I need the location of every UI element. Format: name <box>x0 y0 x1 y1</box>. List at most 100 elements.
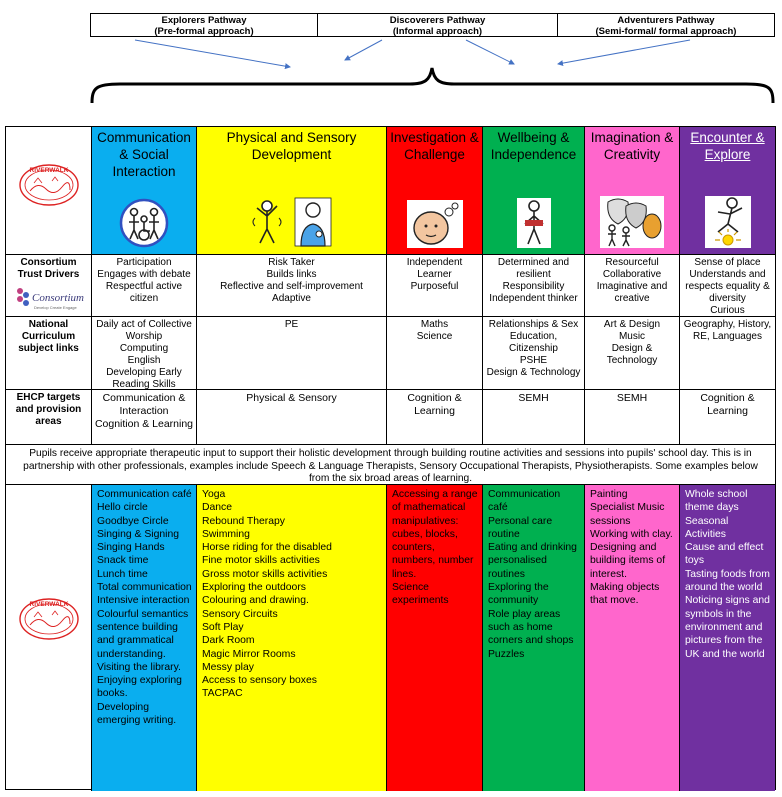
ehcp-cell: SEMH <box>585 390 680 445</box>
activity-list: Accessing a range of mathematical manipu… <box>387 485 482 608</box>
ehcp-cell: Physical & Sensory <box>197 390 387 445</box>
list-item: Eating and drinking personalised routine… <box>488 542 577 580</box>
cell-text: Independent Learner Purposeful <box>406 257 463 292</box>
cell-text: Art & Design Music Design & Technology <box>603 319 661 366</box>
area-title-link[interactable]: Encounter & Explore <box>690 130 765 162</box>
area-imagination: Imagination & Creativity <box>585 127 680 255</box>
cell-text: Resourceful Collaborative Imaginative an… <box>596 257 668 304</box>
consortium-logo: Consortium Develop Create Engage <box>17 288 84 310</box>
list-item: Exploring the outdoors <box>202 582 306 594</box>
ehcp-cell: Cognition & Learning <box>387 390 483 445</box>
area-physical: Physical and Sensory Development <box>197 127 387 255</box>
ehcp-row: EHCP targets and provision areas Communi… <box>6 390 775 445</box>
list-item: TACPAC <box>202 688 243 700</box>
list-item: Communication café <box>97 489 192 500</box>
area-wellbeing: Wellbeing & Independence <box>483 127 585 255</box>
row-label: Consortium Trust Drivers <box>17 257 80 280</box>
logo-text: RIVERWALK <box>29 601 68 608</box>
area-encounter: Encounter & Explore <box>680 127 775 255</box>
ehcp-cell: SEMH <box>483 390 585 445</box>
list-item: Colouring and drawing. <box>202 595 309 607</box>
cell-text: Communication & Interaction Cognition & … <box>94 392 194 430</box>
arrow <box>557 39 691 67</box>
driver-cell: Independent Learner Purposeful <box>387 255 483 317</box>
curriculum-cell: Art & Design Music Design & Technology <box>585 317 680 390</box>
curriculum-cell: Daily act of Collective Worship Computin… <box>92 317 197 390</box>
cell-text: SEMH <box>616 392 648 404</box>
list-item: Total communication <box>97 582 192 594</box>
list-item: Magic Mirror Rooms <box>202 648 296 660</box>
row-label-cell: Consortium Trust Drivers Consortium Deve… <box>6 255 92 317</box>
list-item: Swimming <box>202 528 250 540</box>
arrow <box>465 39 515 65</box>
list-item: Seasonal Activities <box>685 515 729 540</box>
curriculum-grid: RIVERWALK Communication & Social Interac… <box>5 126 776 791</box>
row-label: EHCP targets and provision areas <box>15 392 82 427</box>
logo-text: RIVERWALK <box>29 167 68 174</box>
drivers-row: Consortium Trust Drivers Consortium Deve… <box>6 255 775 317</box>
cell-text: Physical & Sensory <box>246 392 337 404</box>
cell-text: Sense of place Understands and respects … <box>685 257 770 316</box>
curriculum-row: National Curriculum subject links Daily … <box>6 317 775 390</box>
list-item: Working with clay. <box>590 528 673 540</box>
cell-text: Daily act of Collective Worship Computin… <box>96 319 192 390</box>
list-item: Designing and building items of interest… <box>590 542 666 580</box>
list-item: Puzzles <box>488 648 525 660</box>
area-title: Wellbeing & Independence <box>490 130 577 162</box>
list-item: Enjoying exploring books. <box>97 675 182 700</box>
area-title: Physical and Sensory Development <box>226 130 357 162</box>
curriculum-cell: Geography, History, RE, Languages <box>680 317 775 390</box>
list-item: Messy play <box>202 661 254 673</box>
list-item: Singing & Signing <box>97 528 180 540</box>
list-item: Horse riding for the disabled <box>202 542 332 554</box>
list-item: Snack time <box>97 555 149 567</box>
list-item: Singing Hands <box>97 542 165 554</box>
ehcp-cell: Cognition & Learning <box>680 390 775 445</box>
riverwalk-logo: RIVERWALK <box>18 598 79 640</box>
pathway-discoverers: Discoverers Pathway (Informal approach) <box>318 14 558 37</box>
list-item: Accessing a range of mathematical manipu… <box>392 489 478 580</box>
ehcp-cell: Communication & Interaction Cognition & … <box>92 390 197 445</box>
list-item: Lunch time <box>97 568 148 580</box>
cell-text: Participation Engages with debate Respec… <box>97 257 191 304</box>
row-label-cell: EHCP targets and provision areas <box>6 390 92 445</box>
cell-text: SEMH <box>518 392 549 404</box>
cell-text: PE <box>284 319 299 330</box>
pathway-adventurers: Adventurers Pathway (Semi-formal/ formal… <box>558 14 774 37</box>
list-item: Hello circle <box>97 502 148 514</box>
list-item: Communication café <box>488 489 561 514</box>
list-item: Science experiments <box>392 582 449 607</box>
thinking-head-icon <box>406 200 463 248</box>
consortium-logo-text: Consortium <box>32 292 84 304</box>
driver-cell: Sense of place Understands and respects … <box>680 255 775 317</box>
list-item: Colourful semantics sentence building an… <box>97 608 189 660</box>
list-item: Painting <box>590 489 628 500</box>
pathway-approach: (Informal approach) <box>392 26 483 37</box>
pathway-approach: (Semi-formal/ formal approach) <box>595 26 737 37</box>
area-communication: Communication & Social Interaction <box>92 127 197 255</box>
cell-text: Determined and resilient Responsibility … <box>489 257 578 304</box>
curriculum-cell: PE <box>197 317 387 390</box>
movement-figures-icon <box>252 197 331 247</box>
cell-text: Cognition & Learning <box>700 392 755 417</box>
pathway-approach: (Pre-formal approach) <box>154 26 254 37</box>
list-item: Tasting foods from around the world <box>685 568 770 594</box>
arrow <box>134 39 291 70</box>
list-item: Developing emerging writing. <box>97 701 177 727</box>
row-label-cell: National Curriculum subject links <box>6 317 92 390</box>
pathway-name: Explorers Pathway <box>161 15 247 26</box>
list-item: Noticing signs and symbols in the enviro… <box>685 595 770 660</box>
activities-investigation: Accessing a range of mathematical manipu… <box>387 485 483 791</box>
cell-text: Relationships & Sex Education, Citizensh… <box>486 319 581 378</box>
list-item: Role play areas such as home corners and… <box>488 608 574 647</box>
row-label: National Curriculum subject links <box>18 319 79 354</box>
